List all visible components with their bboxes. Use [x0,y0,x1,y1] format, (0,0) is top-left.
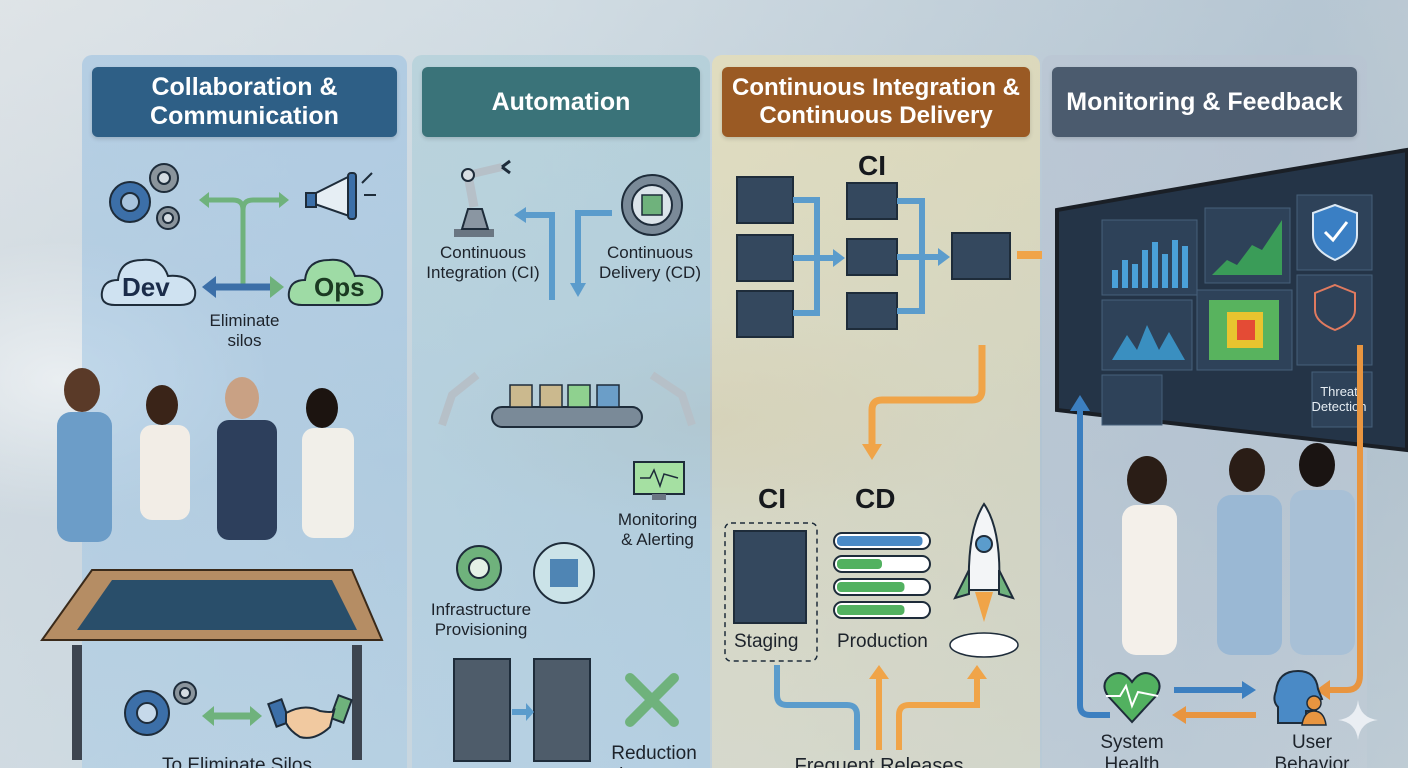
split-arrows-icon [199,192,289,285]
staging-box [724,522,818,662]
bidirectional-arrow-icon [202,706,262,726]
panel-collaboration: Collaboration & Communication Dev Ops El… [40,55,407,768]
user-head-icon [1273,669,1327,726]
handshake-icon [267,694,353,739]
flow-arrows [514,207,612,300]
bidirectional-arrow-icon [202,276,284,298]
staging-label: Staging [734,631,799,652]
monitor-pulse-icon [633,461,685,500]
panel-automation: Automation Continuous Integration (CI) C… [412,55,710,768]
system-health-label: System Health [1100,732,1164,768]
progress-fill [837,536,923,546]
eliminate-silos-label: Eliminate silos [209,311,280,350]
infrastructure-provisioning-label: Infrastructure Provisioning [430,600,532,639]
production-label: Production [837,631,928,652]
panel-header: Continuous Integration & Continuous Deli… [722,67,1030,137]
panel-header: Automation [422,67,700,137]
dev-label: Dev [122,272,170,302]
wrench-icon [625,673,679,727]
gear-icon [456,545,502,591]
threat-detection-label: Threat Detection [1311,384,1367,414]
user-behavior-label: User Behavior [1274,732,1350,768]
ci-heading: CI [858,150,886,181]
rocket-icon [949,502,1019,658]
progress-fill [837,582,905,592]
ci-label: Continuous Integration (CI) [426,243,540,282]
panel-monitoring: Monitoring & Feedback Threat Detection [1042,55,1408,768]
cd-label: CD [855,483,896,514]
release-arrows [774,665,987,750]
sparkle-icon [1338,700,1378,740]
heart-pulse-icon [1103,672,1161,724]
ci-label: CI [758,483,786,514]
team-at-monitor-illustration [1122,443,1355,655]
production-progress-bars [833,532,931,619]
deploy-circle-icon [533,542,595,604]
ops-cloud-icon [287,258,384,306]
gear-box-icon [621,174,683,236]
orange-flow-arrow [862,345,986,460]
gears-icon [109,163,180,230]
progress-fill [837,605,905,615]
monitoring-alerting-label: Monitoring & Alerting [617,510,698,549]
megaphone-icon [305,172,376,220]
ops-label: Ops [314,272,365,302]
bidirectional-arrows-icon [1172,681,1256,724]
ci-pipeline-diagram [736,176,1042,338]
progress-fill [837,559,882,569]
panel-ci-cd: Continuous Integration & Continuous Deli… [712,55,1042,768]
frequent-releases-label: Frequent Releases [794,755,964,768]
to-eliminate-silos-label: To Eliminate Silos [162,755,312,768]
panel-header: Monitoring & Feedback [1052,67,1357,137]
robot-arm-icon [454,159,511,237]
reduction-in-errors-label: Reduction in errors [611,743,697,768]
conveyor-belt-icon [438,371,696,428]
dev-cloud-icon [100,258,197,306]
feedback-loop-arrows [1070,345,1363,718]
team-at-table-illustration [40,368,384,760]
cd-label: Continuous Delivery (CD) [599,243,701,282]
dashboard-screen [1055,147,1408,453]
server-rack-icon [453,658,591,762]
panel-header: Collaboration & Communication [92,67,397,137]
gear-pair-icon [124,681,197,736]
